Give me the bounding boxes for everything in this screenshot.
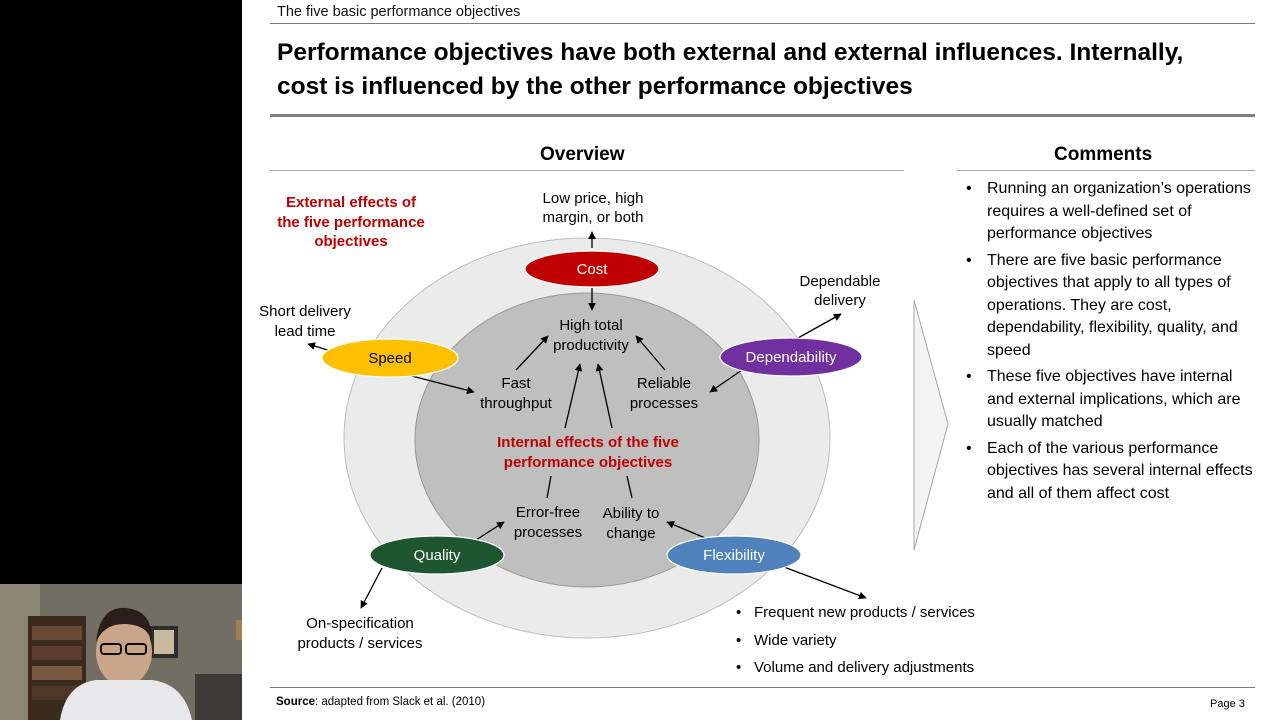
slide-headline: Performance objectives have both externa… [277,36,1237,104]
slide-headline-line-1: Performance objectives have both externa… [277,39,1184,66]
speed-external-effect: Short delivery [259,303,351,320]
external-effects-title: External effects of the five performance… [277,194,425,250]
internal-title-line: Internal effects of the five [497,434,679,451]
flexibility-node-shape [666,535,802,575]
performance-objectives-diagram: Cost Speed Dependability Quality Flexibi… [259,190,975,676]
comment-item: • Each of the various performance objecti… [964,438,1254,506]
node-cost: Cost [524,250,660,288]
internal-effects-title: Internal effects of the five performance… [497,434,679,471]
cost-external-effect: Low price, high [543,190,644,207]
comment-item: • Running an organization’s operations re… [964,178,1254,246]
comments-list: • Running an organization’s operations re… [964,178,1254,509]
quality-internal-effect: processes [514,524,582,541]
internal-ring [414,292,760,588]
comment-item: • These five objectives have internal and… [964,366,1254,434]
internal-title-line: performance objectives [504,454,672,471]
flexibility-internal-effect: Ability to [603,505,660,522]
overview-to-comments-arrow [913,299,949,551]
footer-divider [270,687,1255,688]
speed-node-label: Speed [368,350,411,367]
flexibility-node-label: Flexibility [703,547,765,564]
comments-divider [957,170,1255,171]
comment-text: These five objectives have internal and … [987,368,1241,430]
flexibility-bullet: • [736,632,741,649]
productivity-label: High total [559,317,622,334]
productivity-label: productivity [553,337,629,354]
speed-internal-effect: throughput [480,395,553,412]
presentation-slide: The five basic performance objectives Pe… [242,0,1280,720]
quality-node-shape [369,535,505,575]
page-number: Page 3 [1210,698,1245,710]
node-speed: Speed [321,338,459,378]
bullet-icon: • [966,368,972,385]
quality-node-label: Quality [414,547,461,564]
speed-internal-effect: Fast [501,375,531,392]
quality-external-effect: On-specification [306,615,414,632]
comment-text: There are five basic performance objecti… [987,251,1238,359]
dependability-node-label: Dependability [746,349,837,366]
bullet-icon: • [966,180,972,197]
node-quality: Quality [369,535,505,575]
flexibility-bullet: • [736,604,741,621]
dependability-internal-effect: processes [630,395,698,412]
comments-title: Comments [1054,144,1153,165]
dependability-node-shape [719,337,863,377]
bullet-icon: • [966,439,972,457]
comment-text: Running an organization’s operations req… [987,180,1251,242]
top-divider [270,23,1255,24]
slide-headline-line-2: cost is influenced by the other performa… [277,73,913,100]
quality-internal-effect: Error-free [516,504,580,521]
overview-divider [270,170,904,171]
cost-node-shape [524,250,660,288]
comment-item: • There are five basic performance object… [964,250,1254,363]
flexibility-external-effects-list: • Frequent new products / services • Wid… [736,604,975,676]
cost-node-label: Cost [577,261,609,278]
dependability-external-effect: delivery [814,292,866,309]
flexibility-external-effect: Volume and delivery adjustments [754,659,974,676]
comment-text: Each of the various performance objectiv… [987,439,1253,502]
section-label: The five basic performance objectives [277,4,521,20]
flexibility-internal-effect: change [606,525,655,542]
source-note: Source: adapted from Slack et al. (2010) [276,696,485,708]
flexibility-external-effect: Wide variety [754,632,837,649]
source-text: : adapted from Slack et al. (2010) [315,696,486,708]
presenter-panel [0,0,242,720]
internal-effect-labels: High total productivity Fast throughput … [480,317,698,542]
overview-title: Overview [540,144,625,165]
webcam-scene-image [0,584,242,720]
dependability-internal-effect: Reliable [637,375,691,392]
speed-external-effect: lead time [275,323,336,340]
headline-divider [270,114,1255,117]
flexibility-bullet: • [736,659,741,676]
presenter-webcam-video [0,584,242,720]
external-title-line: External effects of [286,194,417,211]
speed-node-shape [321,338,459,378]
bullet-icon: • [966,251,972,269]
node-flexibility: Flexibility [666,535,802,575]
quality-external-effect: products / services [297,635,422,652]
flexibility-external-effect: Frequent new products / services [754,604,975,621]
dependability-external-effect: Dependable [800,273,881,290]
cost-external-effect: margin, or both [543,209,644,226]
external-title-line: the five performance [277,214,425,231]
source-label: Source [276,696,315,708]
external-title-line: objectives [314,233,387,250]
external-effect-labels: Low price, high margin, or both Short de… [259,190,880,652]
node-dependability: Dependability [719,337,863,377]
